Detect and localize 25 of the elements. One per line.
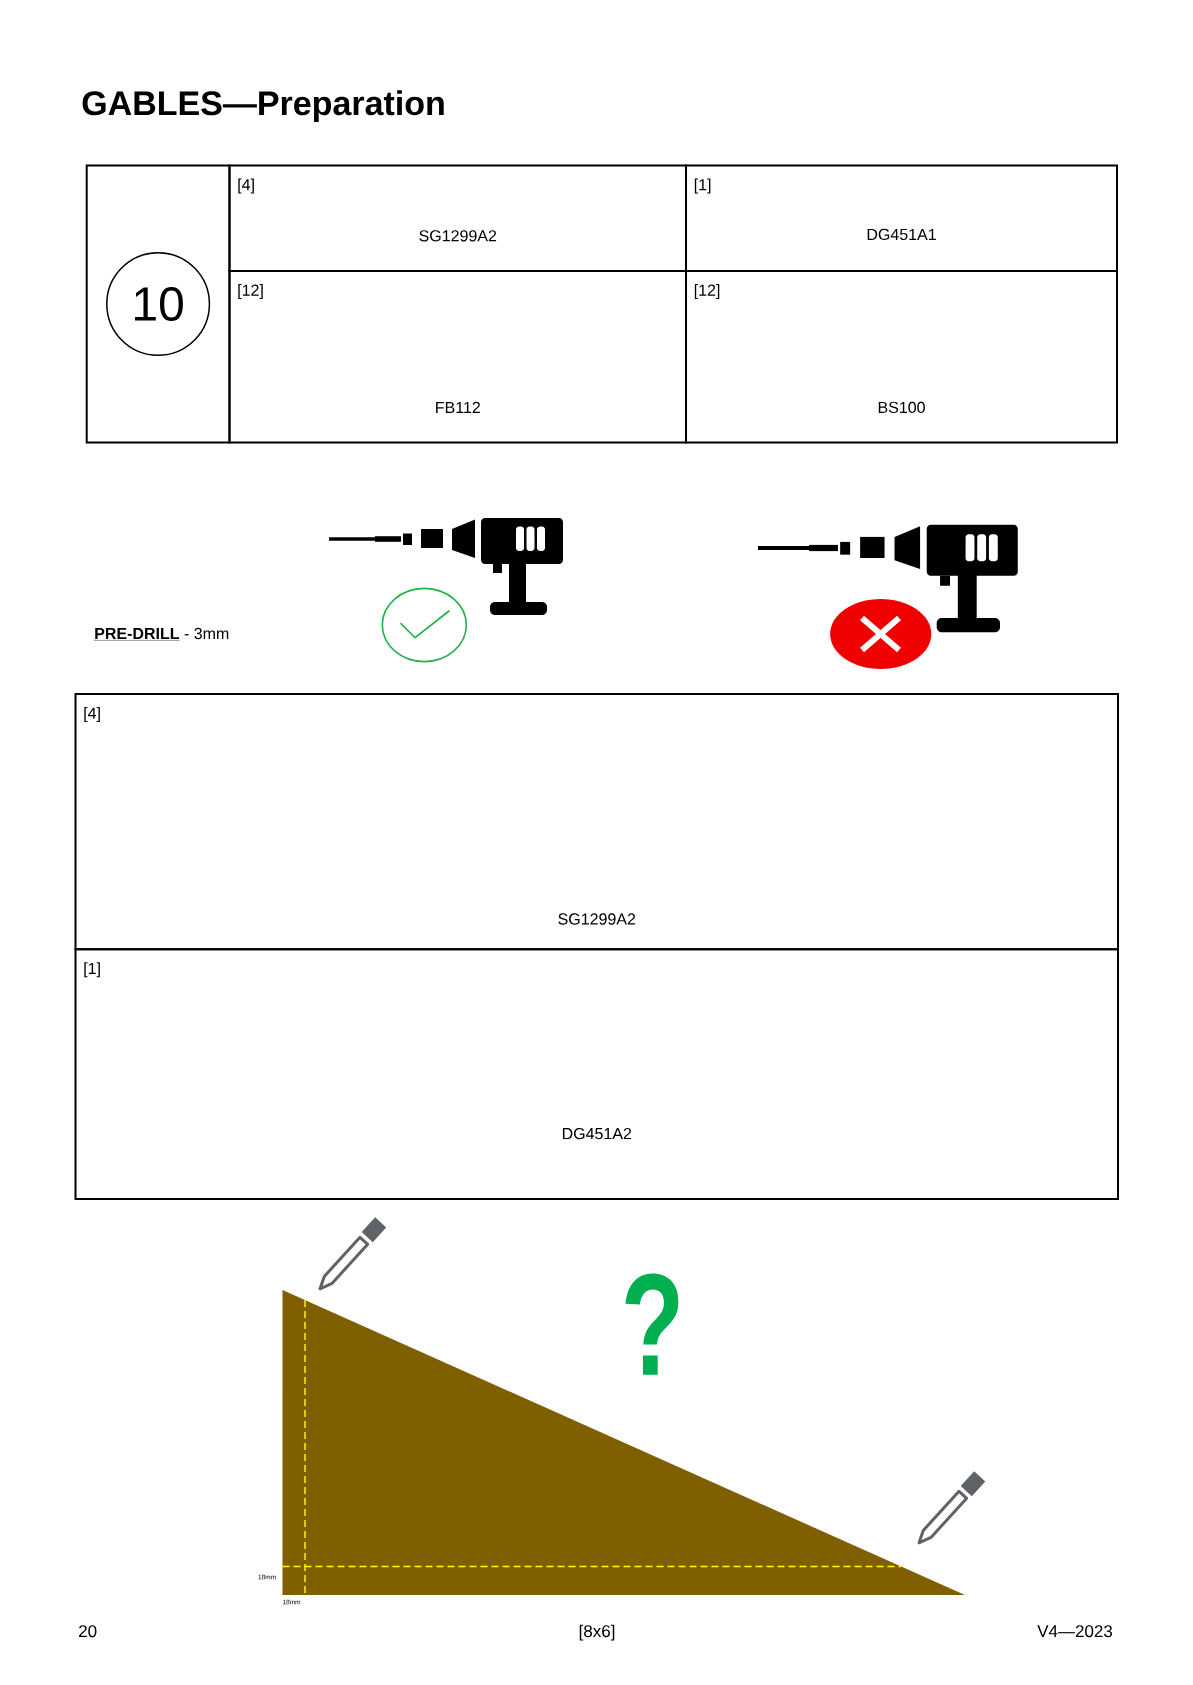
step-cell: [85, 164, 231, 444]
part-cell: [228, 164, 687, 272]
question-mark: ?: [625, 1273, 679, 1375]
quantity-label: [12]: [238, 284, 263, 299]
part-cell: [685, 164, 1118, 272]
part-code: FB112: [436, 401, 480, 413]
part-panel: [74, 693, 1119, 951]
version-label: V4—2023: [1037, 1625, 1113, 1638]
part-panel: [74, 948, 1119, 1200]
page-title: GABLES—Preparation: [82, 90, 444, 123]
quantity-label: [1]: [84, 962, 100, 978]
page-number: 20: [79, 1625, 97, 1638]
quantity-label: [12]: [694, 284, 720, 299]
part-code: DG451A2: [562, 1127, 632, 1140]
part-cell: [228, 270, 687, 444]
model-label: [8x6]: [579, 1624, 615, 1641]
quantity-label: [4]: [84, 707, 100, 722]
quantity-label: [1]: [694, 178, 711, 194]
quantity-label: [4]: [238, 178, 254, 194]
part-code: SG1299A2: [558, 913, 636, 925]
part-code: DG451A1: [867, 228, 936, 241]
part-cell: [685, 270, 1118, 444]
pre-drill-note: PRE-DRILL - 3mm: [94, 627, 229, 641]
part-code: SG1299A2: [419, 230, 497, 242]
part-code: BS100: [878, 401, 925, 414]
